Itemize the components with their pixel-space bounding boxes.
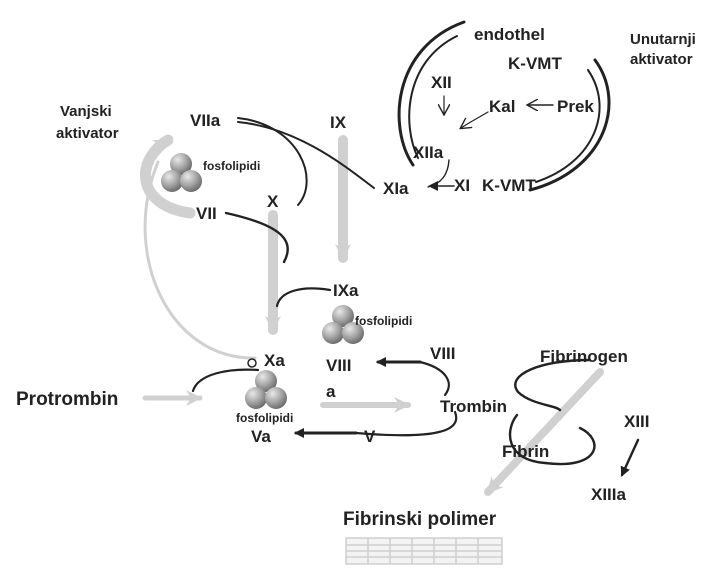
dark-activation-lines xyxy=(191,20,640,477)
label-fosfolipidi-3: fosfolipidi xyxy=(236,411,293,425)
label-aktivator-ext: aktivator xyxy=(56,125,119,142)
label-protrombin: Protrombin xyxy=(16,389,118,410)
label-fibrin: Fibrin xyxy=(502,442,549,461)
vii-to-x-curve xyxy=(224,211,289,264)
vii-feedback-arrow xyxy=(140,134,196,219)
fibrinogen-to-fibrin-arrow xyxy=(484,368,604,496)
label-viii-a: VIII xyxy=(326,356,352,375)
viia-curve xyxy=(237,117,308,206)
trombin-v-arc xyxy=(354,410,458,437)
label-fosfolipidi-2: fosfolipidi xyxy=(355,314,412,328)
label-vii: VII xyxy=(196,204,217,223)
label-prek: Prek xyxy=(557,97,594,116)
label-vanjski: Vanjski xyxy=(60,103,112,120)
kvmt-crescent-outer xyxy=(528,58,611,192)
label-endothel: endothel xyxy=(474,25,545,44)
label-xi: XI xyxy=(454,176,470,195)
label-trombin: Trombin xyxy=(440,397,507,416)
label-xii: XII xyxy=(431,73,452,92)
label-xiiia: XIIIa xyxy=(591,485,627,504)
fibrin-polymer-mesh-icon xyxy=(345,537,503,565)
label-ixa: IXa xyxy=(333,281,359,300)
label-kvmt-bottom: K-VMT xyxy=(482,176,536,195)
kvmt-crescent-inner xyxy=(535,69,601,183)
label-xiii: XIII xyxy=(624,412,650,431)
label-a: a xyxy=(326,382,336,401)
label-ix: IX xyxy=(330,113,347,132)
viia-to-ix-curve xyxy=(237,121,375,189)
phospholipid-cluster-3 xyxy=(245,370,287,409)
light-flow-arrows xyxy=(140,134,604,496)
label-kal: Kal xyxy=(489,97,515,116)
label-fibrinogen: Fibrinogen xyxy=(540,347,628,366)
fibrin-s-curve-bottom xyxy=(508,413,596,466)
label-unutarnji: Unutarnji xyxy=(630,31,696,48)
phospholipid-cluster-2 xyxy=(322,305,364,344)
label-v: V xyxy=(364,427,376,446)
label-aktivator-int: aktivator xyxy=(630,51,693,68)
xa-feedback-long-arrow xyxy=(143,160,257,360)
label-xiia: XIIa xyxy=(413,143,444,162)
xiia-to-xia-curve xyxy=(427,159,450,188)
endothel-crescent-outer xyxy=(397,20,466,167)
kal-to-xiia-arrow xyxy=(461,111,489,128)
label-viia: VIIa xyxy=(190,111,221,130)
label-viii: VIII xyxy=(430,344,456,363)
label-va: Va xyxy=(251,427,271,446)
labels: endothel K-VMT Unutarnji aktivator Vanjs… xyxy=(16,25,696,530)
label-x: X xyxy=(267,192,279,211)
xa-to-protrombin-arc xyxy=(191,368,260,393)
xiii-to-xiiia-arrow xyxy=(620,438,640,477)
xa-inhibit-dot xyxy=(247,358,257,368)
label-fibrinski-polimer: Fibrinski polimer xyxy=(343,509,497,530)
phospholipid-cluster-1 xyxy=(161,153,202,192)
viii-trombin-arc xyxy=(418,360,450,397)
ixa-curve xyxy=(275,287,332,308)
label-fosfolipidi-1: fosfolipidi xyxy=(203,159,260,173)
endothel-crescent-inner xyxy=(408,35,458,159)
label-xia: XIa xyxy=(383,179,409,198)
fibrinogen-s-curve-top xyxy=(514,358,592,412)
label-xa: Xa xyxy=(264,351,285,370)
label-kvmt-top: K-VMT xyxy=(508,54,562,73)
